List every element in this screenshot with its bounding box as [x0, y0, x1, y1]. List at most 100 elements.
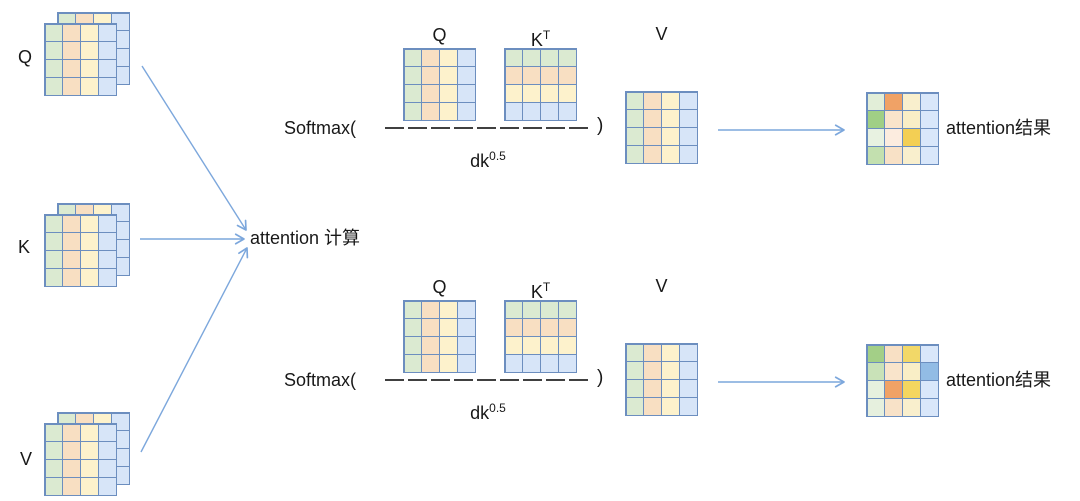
fraction-line [385, 127, 591, 129]
matrix-cell [885, 363, 902, 380]
matrix-cell [440, 85, 457, 102]
matrix-cell [885, 147, 902, 164]
matrix-cell [541, 319, 558, 336]
matrix-cell [45, 251, 62, 268]
matrix-cell [81, 233, 98, 250]
matrix-cell [81, 478, 98, 495]
matrix-cell [505, 103, 522, 120]
matrix-cell [45, 424, 62, 441]
matrix-cell [644, 398, 661, 415]
matrix-cell [644, 362, 661, 379]
matrix-cell [99, 424, 116, 441]
q-formula-matrix [403, 300, 476, 373]
matrix-cell [458, 319, 475, 336]
matrix-cell [903, 363, 920, 380]
matrix-cell [921, 399, 938, 416]
matrix-cell [81, 215, 98, 232]
matrix-cell [680, 146, 697, 163]
matrix-cell [505, 355, 522, 372]
softmax-open-text: Softmax( [284, 118, 357, 138]
matrix-cell [680, 110, 697, 127]
k-input-stack [44, 203, 130, 287]
matrix-cell [867, 111, 884, 128]
matrix-cell [903, 399, 920, 416]
matrix-cell [885, 345, 902, 362]
matrix-cell [81, 424, 98, 441]
matrix-cell [680, 398, 697, 415]
attention-result-matrix [866, 344, 939, 417]
matrix-cell [81, 460, 98, 477]
matrix-cell [404, 103, 421, 120]
matrix-cell [63, 269, 80, 286]
matrix-cell [903, 147, 920, 164]
matrix-cell [903, 111, 920, 128]
matrix-cell [523, 355, 540, 372]
matrix-cell [45, 78, 62, 95]
matrix-cell [81, 442, 98, 459]
matrix-cell [63, 42, 80, 59]
q-input-label: Q [18, 47, 33, 67]
v-matrix-caption: V [655, 276, 668, 296]
matrix-cell [422, 49, 439, 66]
matrix-cell [505, 337, 522, 354]
matrix-cell [523, 49, 540, 66]
matrix-cell [921, 381, 938, 398]
dk-superscript: 0.5 [489, 149, 506, 163]
matrix-cell [903, 345, 920, 362]
attention-result-label: attention结果 [946, 370, 1052, 390]
matrix-cell [404, 67, 421, 84]
matrix-cell [523, 319, 540, 336]
matrix-cell [662, 362, 679, 379]
q-formula-matrix [403, 48, 476, 121]
matrix-cell [541, 337, 558, 354]
matrix-cell [404, 319, 421, 336]
matrix-cell [99, 269, 116, 286]
matrix-cell [680, 380, 697, 397]
matrix-cell [867, 363, 884, 380]
matrix-cell [626, 380, 643, 397]
matrix-cell [99, 233, 116, 250]
matrix-cell [541, 49, 558, 66]
matrix-cell [644, 92, 661, 109]
matrix-cell [45, 24, 62, 41]
matrix-cell [458, 103, 475, 120]
kt-formula-matrix [504, 48, 577, 121]
matrix-cell [81, 78, 98, 95]
matrix-cell [559, 103, 576, 120]
attention-result-label: attention结果 [946, 118, 1052, 138]
matrix-cell [45, 60, 62, 77]
matrix-cell [867, 399, 884, 416]
matrix-cell [99, 460, 116, 477]
matrix-cell [63, 60, 80, 77]
matrix-cell [541, 301, 558, 318]
matrix-cell [921, 93, 938, 110]
kt-matrix-caption: KT [504, 25, 577, 50]
matrix-cell [458, 355, 475, 372]
matrix-cell [662, 92, 679, 109]
matrix-cell [903, 381, 920, 398]
softmax-close-paren: ) [597, 367, 604, 388]
matrix-cell [626, 110, 643, 127]
matrix-cell [921, 345, 938, 362]
matrix-cell [440, 103, 457, 120]
matrix-cell [404, 337, 421, 354]
matrix-cell [559, 319, 576, 336]
matrix-cell [644, 110, 661, 127]
matrix-cell [505, 319, 522, 336]
matrix-cell [63, 442, 80, 459]
matrix-cell [541, 67, 558, 84]
matrix-cell [644, 146, 661, 163]
matrix-cell [867, 381, 884, 398]
matrix-cell [99, 42, 116, 59]
matrix-cell [523, 85, 540, 102]
matrix-cell [903, 129, 920, 146]
matrix-cell [440, 319, 457, 336]
matrix-cell [63, 24, 80, 41]
matrix-cell [680, 92, 697, 109]
softmax-open-text: Softmax( [284, 370, 357, 390]
matrix-cell [422, 319, 439, 336]
matrix-cell [680, 362, 697, 379]
denominator-text: dk0.5 [385, 146, 591, 171]
matrix-cell [885, 399, 902, 416]
matrix-cell [63, 424, 80, 441]
